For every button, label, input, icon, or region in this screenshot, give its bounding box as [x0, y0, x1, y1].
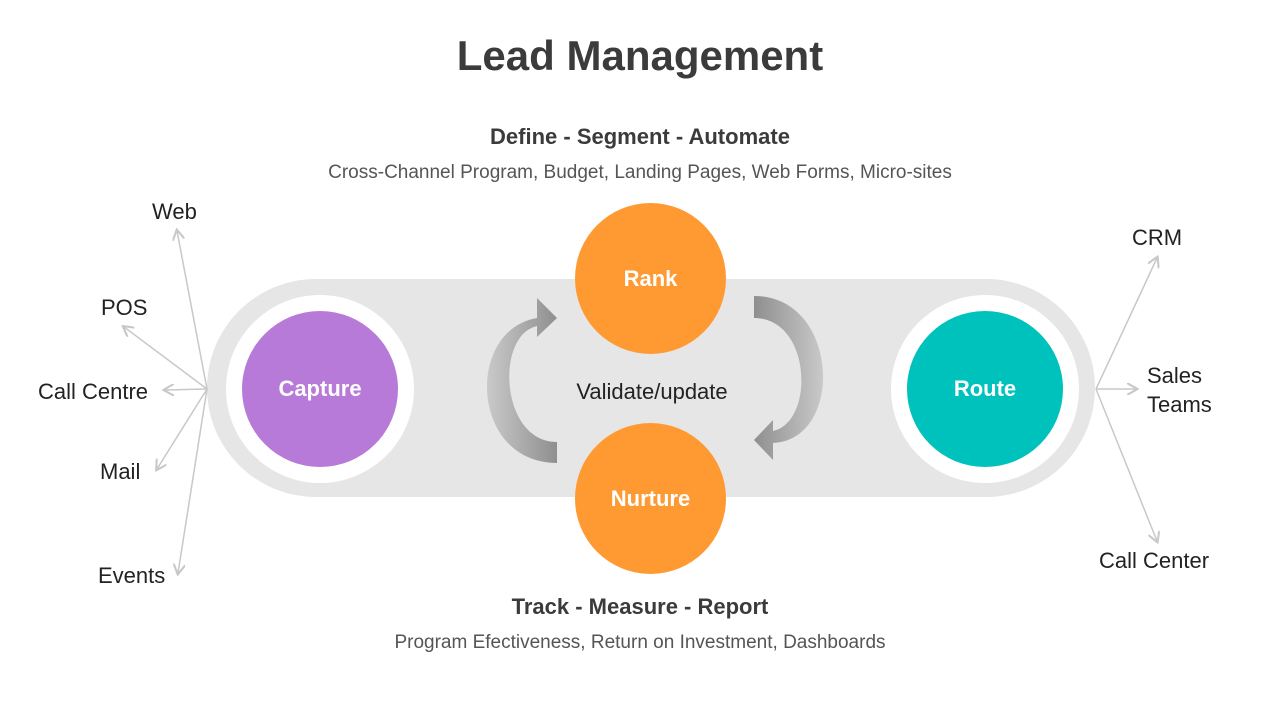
input-web: Web: [152, 199, 197, 224]
input-events: Events: [98, 563, 166, 588]
page-title: Lead Management: [456, 32, 824, 79]
input-pos: POS: [101, 295, 148, 320]
output-call-center: Call Center: [1099, 548, 1210, 573]
pos-connector: [124, 327, 208, 390]
capture-label: Capture: [278, 376, 362, 401]
capture-node: Capture: [242, 311, 398, 467]
output-sales-line1: Sales: [1147, 363, 1203, 388]
mail-connector: [157, 388, 208, 469]
output-sales-line2: Teams: [1147, 392, 1212, 417]
output-crm: CRM: [1132, 225, 1183, 250]
nurture-label: Nurture: [610, 485, 691, 511]
input-call-centre: Call Centre: [38, 379, 149, 404]
crm-connector: [1095, 258, 1157, 390]
events-connector: [178, 388, 208, 573]
nurture-node: Nurture: [575, 423, 726, 574]
bottom-heading: Track - Measure - Report: [511, 594, 769, 619]
bottom-subtext: Program Efectiveness, Return on Investme…: [394, 632, 886, 653]
output-sales-teams: Sales Teams: [1147, 361, 1212, 419]
callcentre-connector: [165, 389, 208, 390]
cycle-arrow-left: [487, 298, 557, 463]
top-subtext: Cross-Channel Program, Budget, Landing P…: [328, 162, 952, 183]
input-mail: Mail: [100, 459, 141, 484]
web-connector: [177, 231, 208, 390]
route-node: Route: [907, 311, 1063, 467]
rank-node: Rank: [575, 203, 726, 354]
cycle-label: Validate/update: [576, 379, 728, 404]
route-label: Route: [953, 376, 1017, 401]
callcenter-connector: [1095, 388, 1157, 541]
top-heading: Define - Segment - Automate: [490, 124, 790, 149]
cycle-arrow-right: [754, 296, 824, 460]
rank-label: Rank: [623, 265, 678, 291]
